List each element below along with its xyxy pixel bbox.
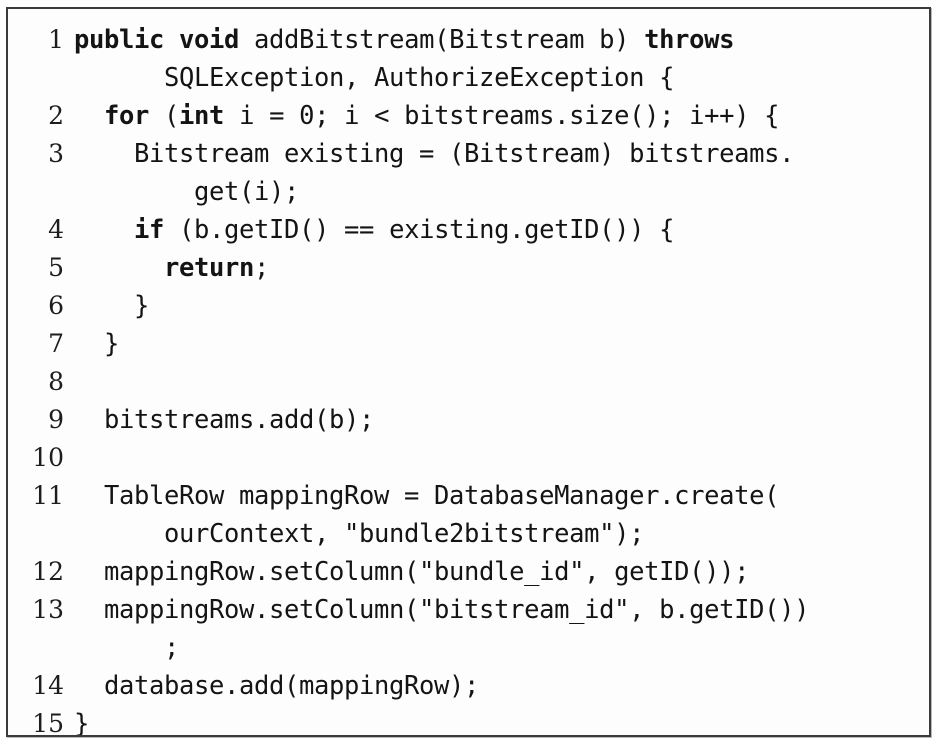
code-text: }: [74, 287, 149, 325]
line-number: 4: [48, 215, 64, 244]
code-line: 6 }: [8, 287, 929, 325]
code-keyword: return: [164, 253, 255, 283]
code-line-continuation: get(i);: [8, 173, 929, 211]
code-span: }: [74, 291, 150, 321]
code-span: }: [74, 329, 120, 359]
code-text: for (int i = 0; i < bitstreams.size(); i…: [74, 97, 779, 135]
line-number: 10: [32, 443, 64, 472]
code-span: [74, 101, 104, 131]
code-line: 13 mappingRow.setColumn("bitstream_id", …: [8, 591, 929, 629]
code-line: 14 database.add(mappingRow);: [8, 667, 929, 705]
code-text: mappingRow.setColumn("bitstream_id", b.g…: [74, 591, 809, 629]
line-number: 2: [48, 101, 64, 130]
code-span: addBitstream(Bitstream b): [239, 25, 645, 55]
code-text: bitstreams.add(b);: [74, 401, 374, 439]
code-text: }: [74, 705, 90, 737]
code-span: database.add(mappingRow);: [74, 671, 480, 701]
code-span: i = 0; i < bitstreams.size(); i++) {: [224, 101, 780, 131]
line-number: 7: [48, 329, 64, 358]
code-text: database.add(mappingRow);: [74, 667, 479, 705]
code-span: SQLException, AuthorizeException {: [74, 63, 675, 93]
code-text: mappingRow.setColumn("bundle_id", getID(…: [74, 553, 749, 591]
code-line: 3 Bitstream existing = (Bitstream) bitst…: [8, 135, 929, 173]
code-line: 8: [8, 363, 929, 401]
line-number: 6: [48, 291, 64, 320]
code-line: 7 }: [8, 325, 929, 363]
line-number: 5: [48, 253, 64, 282]
code-text: }: [74, 325, 119, 363]
code-line: 15}: [8, 705, 929, 737]
code-span: Bitstream existing = (Bitstream) bitstre…: [74, 139, 795, 169]
code-line: 1 public void addBitstream(Bitstream b) t…: [8, 21, 929, 59]
code-line: 12 mappingRow.setColumn("bundle_id", get…: [8, 553, 929, 591]
code-text: return;: [74, 249, 269, 287]
code-line: 10: [8, 439, 929, 477]
code-listing-body: 1 public void addBitstream(Bitstream b) t…: [8, 9, 929, 737]
line-number: 8: [48, 367, 64, 396]
code-span: (b.getID() == existing.getID()) {: [164, 215, 675, 245]
code-line: 4 if (b.getID() == existing.getID()) {: [8, 211, 929, 249]
code-span: get(i);: [74, 177, 300, 207]
code-text: get(i);: [74, 173, 299, 211]
code-span: [74, 215, 134, 245]
code-text: ;: [74, 629, 179, 667]
code-keyword: public: [74, 25, 165, 55]
line-number: 9: [48, 405, 64, 434]
line-number: 1: [48, 25, 64, 54]
code-span: (: [149, 101, 180, 131]
code-span: [74, 253, 164, 283]
code-line: 5 return;: [8, 249, 929, 287]
code-span: ourContext, "bundle2bitstream");: [74, 519, 645, 549]
code-line-continuation: SQLException, AuthorizeException {: [8, 59, 929, 97]
code-line: 11 TableRow mappingRow = DatabaseManager…: [8, 477, 929, 515]
code-listing-frame: 1 public void addBitstream(Bitstream b) t…: [6, 7, 931, 737]
code-span: TableRow mappingRow = DatabaseManager.cr…: [74, 481, 780, 511]
code-line-continuation: ;: [8, 629, 929, 667]
line-number: 12: [32, 557, 64, 586]
code-span: mappingRow.setColumn("bundle_id", getID(…: [74, 557, 750, 587]
code-text: SQLException, AuthorizeException {: [74, 59, 674, 97]
code-text: Bitstream existing = (Bitstream) bitstre…: [74, 135, 794, 173]
code-span: ;: [74, 633, 180, 663]
code-span: bitstreams.add(b);: [74, 405, 375, 435]
line-number: 14: [32, 671, 64, 700]
code-span: mappingRow.setColumn("bitstream_id", b.g…: [74, 595, 810, 625]
line-number: 15: [32, 709, 64, 737]
code-line-continuation: ourContext, "bundle2bitstream");: [8, 515, 929, 553]
line-number: 13: [32, 595, 64, 624]
code-text: if (b.getID() == existing.getID()) {: [74, 211, 674, 249]
code-span: [164, 25, 179, 55]
code-text: ourContext, "bundle2bitstream");: [74, 515, 644, 553]
line-number: 11: [32, 481, 64, 510]
code-text: public void addBitstream(Bitstream b) th…: [74, 21, 734, 59]
code-line: 2 for (int i = 0; i < bitstreams.size();…: [8, 97, 929, 135]
code-keyword: int: [179, 101, 225, 131]
code-keyword: void: [179, 25, 240, 55]
code-line: 9 bitstreams.add(b);: [8, 401, 929, 439]
code-span: ;: [254, 253, 270, 283]
code-keyword: for: [104, 101, 150, 131]
code-keyword: if: [134, 215, 165, 245]
code-text: TableRow mappingRow = DatabaseManager.cr…: [74, 477, 779, 515]
line-number: 3: [48, 139, 64, 168]
code-span: }: [74, 709, 90, 737]
code-keyword: throws: [644, 25, 735, 55]
